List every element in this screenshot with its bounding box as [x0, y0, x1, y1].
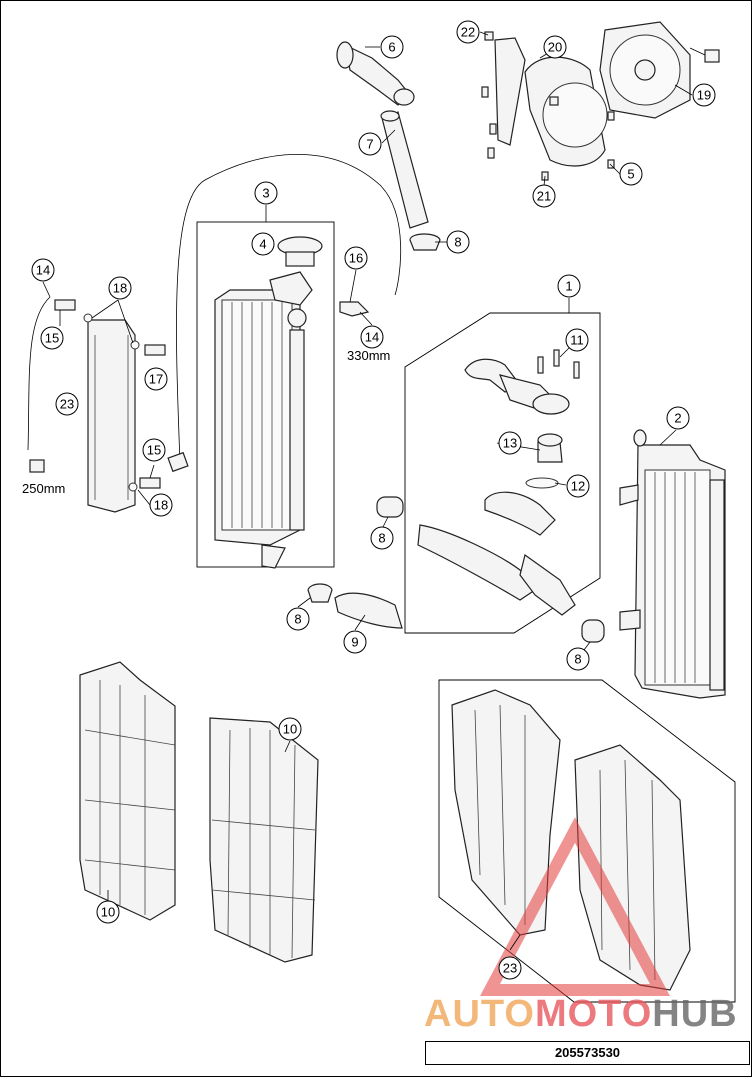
callout-9: 9: [343, 630, 367, 654]
callout-label: 7: [366, 137, 373, 152]
hose-end-part: [29, 459, 45, 473]
hose-sleeve-part: [376, 496, 404, 518]
hose-sleeve-part: [581, 619, 605, 643]
callout-label: 8: [454, 235, 461, 250]
document-code: 205573530: [425, 1041, 750, 1065]
callout-16: 16: [344, 246, 368, 270]
callout-7: 7: [358, 132, 382, 156]
callout-label: 18: [154, 498, 168, 513]
callout-8: 8: [370, 526, 394, 550]
radiator-guard-part: [209, 717, 319, 963]
callout-label: 14: [36, 263, 50, 278]
callout-10: 10: [96, 900, 120, 924]
hose-clamp-part: [409, 233, 441, 251]
callout-label: 18: [113, 281, 127, 296]
callout-19: 19: [692, 83, 716, 107]
watermark-moto: MOTO: [534, 993, 653, 1035]
watermark-hub: HUB: [652, 993, 738, 1035]
callout-label: 19: [697, 88, 711, 103]
overflow-hose-line: [176, 153, 402, 464]
hose-clamp-part: [307, 583, 333, 603]
callout-label: 2: [674, 411, 681, 426]
callout-label: 10: [101, 905, 115, 920]
watermark-text: AUTOMOTOHUB: [424, 993, 738, 1036]
callout-6: 6: [380, 35, 404, 59]
callout-4: 4: [251, 232, 275, 256]
radiator-guard-set-part: [451, 689, 691, 991]
callout-13: 13: [498, 431, 522, 455]
callout-label: 9: [351, 635, 358, 650]
group-box-thermostat-kit: [404, 312, 601, 634]
callout-11: 11: [565, 328, 589, 352]
callout-18: 18: [108, 276, 132, 300]
callout-label: 21: [537, 189, 551, 204]
callout-23: 23: [498, 956, 522, 980]
callout-label: 13: [503, 436, 517, 451]
callout-label: 20: [548, 40, 562, 55]
left-radiator-part: [214, 271, 313, 569]
thermostat-kit-parts: [417, 349, 580, 616]
callout-label: 1: [565, 279, 572, 294]
callout-label: 10: [283, 722, 297, 737]
callout-14: 14: [31, 258, 55, 282]
callout-label: 15: [147, 443, 161, 458]
callout-label: 8: [574, 652, 581, 667]
callout-label: 8: [378, 531, 385, 546]
callout-label: 3: [262, 186, 269, 201]
callout-1: 1: [557, 274, 581, 298]
callout-label: 12: [571, 479, 585, 494]
right-radiator-part: [619, 429, 726, 699]
fan-assembly-part: [481, 21, 720, 181]
callout-label: 22: [461, 25, 475, 40]
hose-length-note-250: 250mm: [22, 481, 65, 496]
watermark-logo-mark: [480, 817, 670, 996]
callout-label: 14: [365, 330, 379, 345]
callout-label: 23: [60, 397, 74, 412]
callout-label: 17: [149, 372, 163, 387]
callout-12: 12: [566, 474, 590, 498]
callout-label: 8: [294, 612, 301, 627]
callout-23: 23: [55, 392, 79, 416]
hose-length-note-330: 330mm: [347, 348, 390, 363]
callout-21: 21: [532, 184, 556, 208]
callout-10: 10: [278, 717, 302, 741]
callout-label: 5: [627, 167, 634, 182]
watermark-auto: AUTO: [424, 993, 535, 1035]
breather-hose-line: [27, 296, 51, 451]
callout-15: 15: [40, 326, 64, 350]
radiator-guard-part: [79, 661, 176, 921]
straight-hose-part: [380, 110, 429, 229]
callout-label: 4: [259, 237, 266, 252]
callout-17: 17: [144, 367, 168, 391]
callout-15: 15: [142, 438, 166, 462]
hose-connector-part: [336, 41, 415, 106]
callout-label: 16: [349, 251, 363, 266]
callout-8: 8: [566, 647, 590, 671]
callout-label: 6: [388, 40, 395, 55]
callout-14: 14: [360, 325, 384, 349]
callout-8: 8: [446, 230, 470, 254]
callout-label: 23: [503, 961, 517, 976]
radiator-cover-part: [87, 319, 136, 513]
lower-hose-part: [334, 592, 403, 629]
callout-22: 22: [456, 20, 480, 44]
callout-18: 18: [149, 493, 173, 517]
callout-3: 3: [254, 181, 278, 205]
callout-8: 8: [286, 607, 310, 631]
group-box-radiator-guards: [438, 679, 736, 1003]
radiator-cap-part: [277, 236, 323, 267]
small-hose-part: [339, 301, 370, 317]
callout-20: 20: [543, 35, 567, 59]
callout-5: 5: [619, 162, 643, 186]
callout-label: 11: [570, 333, 584, 348]
callout-label: 15: [45, 331, 59, 346]
callout-2: 2: [666, 406, 690, 430]
